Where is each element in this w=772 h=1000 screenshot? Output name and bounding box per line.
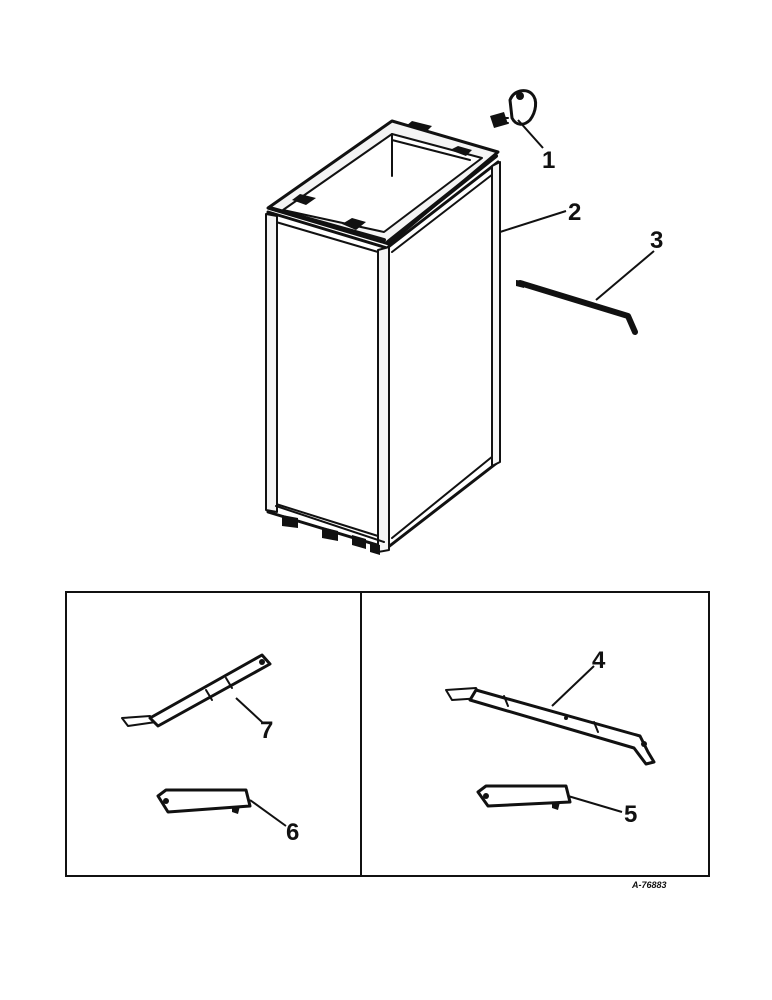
strap-part-7: [121, 653, 272, 728]
callout-7: 7: [260, 717, 273, 744]
hold-down-rod-part: [516, 280, 638, 335]
callout-4: 4: [592, 647, 606, 674]
wing-nut-part: [490, 89, 538, 128]
detail-frame: [65, 591, 710, 877]
callout-3: 3: [650, 227, 663, 254]
document-id: A-76883: [631, 880, 667, 890]
callout-5: 5: [624, 801, 637, 828]
callout-2: 2: [568, 199, 581, 226]
callout-1: 1: [542, 147, 555, 174]
callouts: 1 2 3 4 5 6 7: [260, 147, 663, 846]
bracket-part-6: [156, 788, 252, 814]
strap-part-4: [445, 687, 656, 766]
bracket-part-5: [476, 784, 572, 810]
battery-box: [265, 119, 501, 555]
leader-lines: [235, 119, 655, 827]
callout-6: 6: [286, 819, 299, 846]
